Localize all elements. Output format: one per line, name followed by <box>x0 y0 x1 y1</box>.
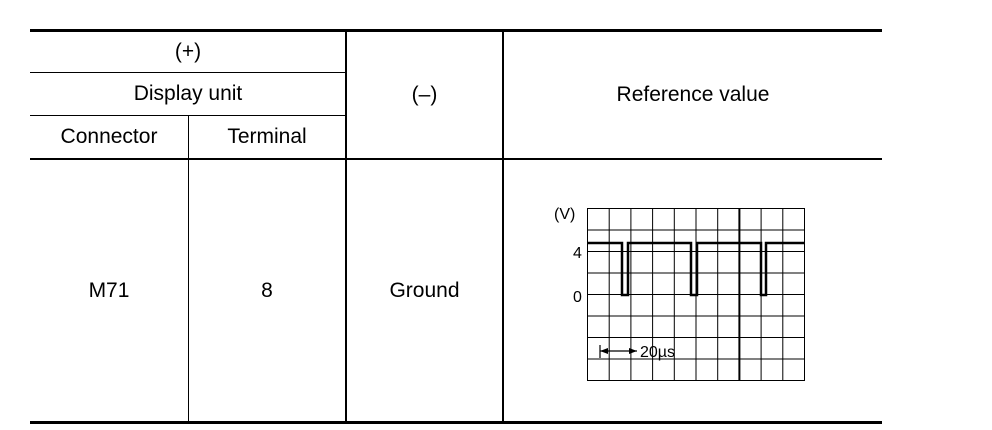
header-minus: (–) <box>411 83 438 106</box>
waveform-tick-low: 0 <box>573 289 582 306</box>
divider-plus-minus <box>345 31 347 422</box>
waveform-unit-label: (V) <box>554 206 575 223</box>
rule-under-display-unit <box>30 115 346 116</box>
reference-waveform: (V) 4 0 20µs <box>554 206 805 381</box>
header-connector: Connector <box>60 125 158 148</box>
row-terminal: 8 <box>261 278 273 302</box>
table-top-rule <box>30 29 882 32</box>
rule-under-plus <box>30 72 346 73</box>
row-connector: M71 <box>88 278 130 302</box>
row-minus: Ground <box>389 278 460 302</box>
divider-minus-reference <box>502 31 504 422</box>
table-bottom-rule <box>30 421 882 424</box>
header-plus: (+) <box>174 40 202 63</box>
header-display-unit: Display unit <box>133 82 243 105</box>
waveform-tick-high: 4 <box>573 245 582 262</box>
header-reference-value: Reference value <box>616 83 770 106</box>
divider-connector-terminal <box>188 116 189 422</box>
time-scale-marker <box>599 345 637 358</box>
header-terminal: Terminal <box>227 125 307 148</box>
waveform-signal-trace <box>587 241 804 297</box>
header-bottom-rule <box>30 158 882 160</box>
time-scale-label: 20µs <box>640 344 675 361</box>
